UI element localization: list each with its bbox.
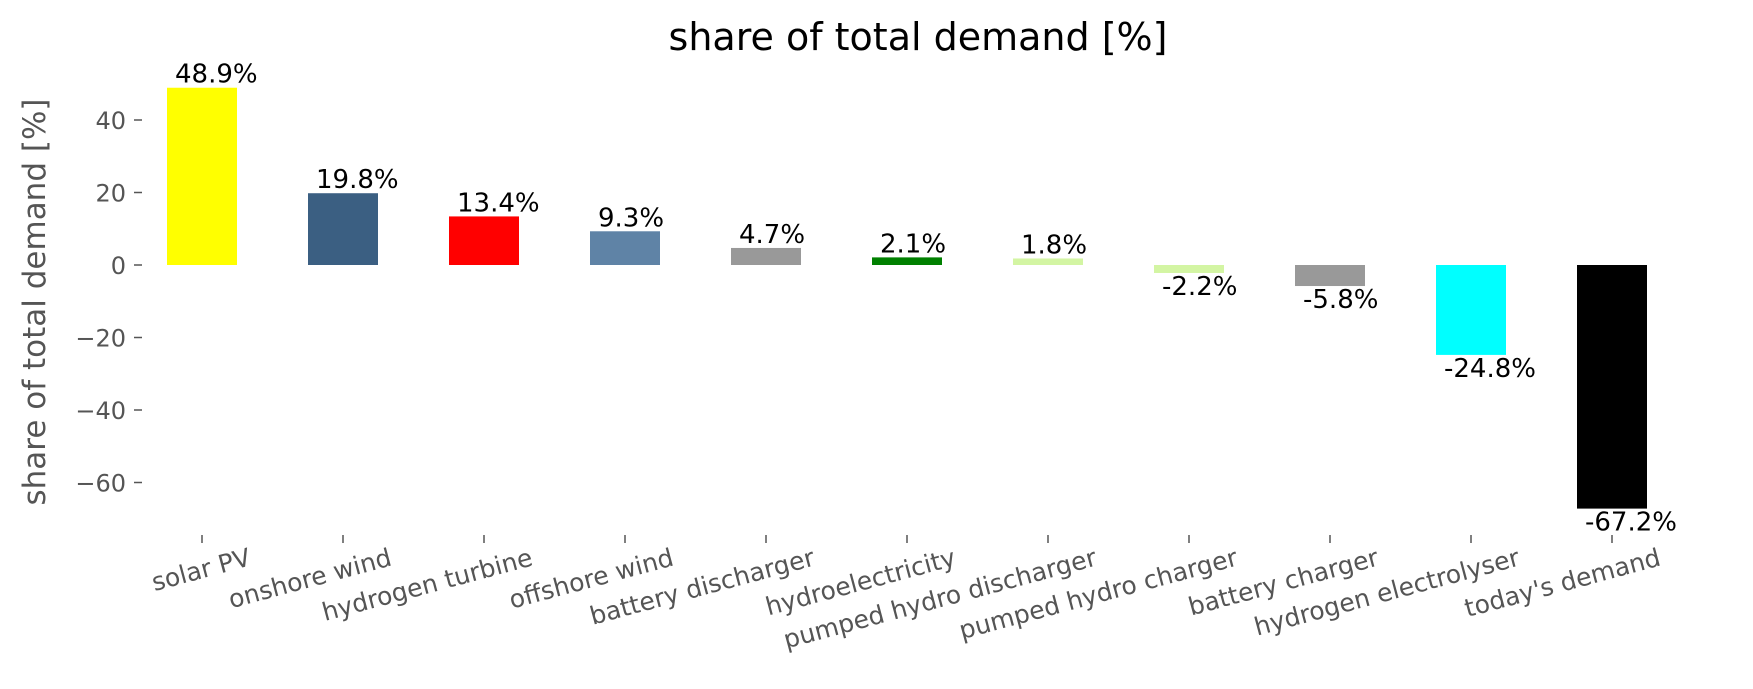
y-tick-label: 20 — [95, 180, 126, 208]
data-labels: 48.9% 19.8% 13.4% 9.3% 4.7% 2.1% 1.8% -2.2% -5.8… — [175, 60, 1677, 538]
bar — [590, 231, 660, 265]
data-label: 9.3% — [598, 203, 664, 233]
bar — [1577, 265, 1647, 509]
data-label: 1.8% — [1021, 230, 1087, 260]
data-label: 2.1% — [880, 229, 946, 259]
chart-title: share of total demand [%] — [669, 15, 1168, 59]
y-axis: 40 20 0 −20 −40 −60 — [75, 107, 142, 498]
data-label: -2.2% — [1162, 272, 1237, 302]
bars — [167, 87, 1647, 509]
data-label: 19.8% — [316, 165, 399, 195]
bar — [167, 87, 237, 265]
data-label: 48.9% — [175, 60, 258, 90]
bar — [1154, 265, 1224, 273]
bar — [308, 193, 378, 265]
y-tick-label: −60 — [75, 470, 126, 498]
data-label: -67.2% — [1585, 508, 1677, 538]
bar — [731, 247, 801, 265]
data-label: 13.4% — [457, 188, 540, 218]
y-tick-label: −20 — [75, 325, 126, 353]
bar — [1013, 258, 1083, 265]
data-label: 4.7% — [739, 220, 805, 250]
data-label: -5.8% — [1303, 285, 1378, 315]
y-tick-label: 40 — [95, 107, 126, 135]
bar — [872, 257, 942, 265]
y-tick-label: 0 — [111, 252, 126, 280]
y-axis-label: share of total demand [%] — [17, 98, 53, 505]
y-tick-label: −40 — [75, 397, 126, 425]
bar — [1436, 265, 1506, 355]
bar — [1295, 265, 1365, 287]
bar — [449, 216, 519, 265]
data-label: -24.8% — [1444, 354, 1536, 384]
